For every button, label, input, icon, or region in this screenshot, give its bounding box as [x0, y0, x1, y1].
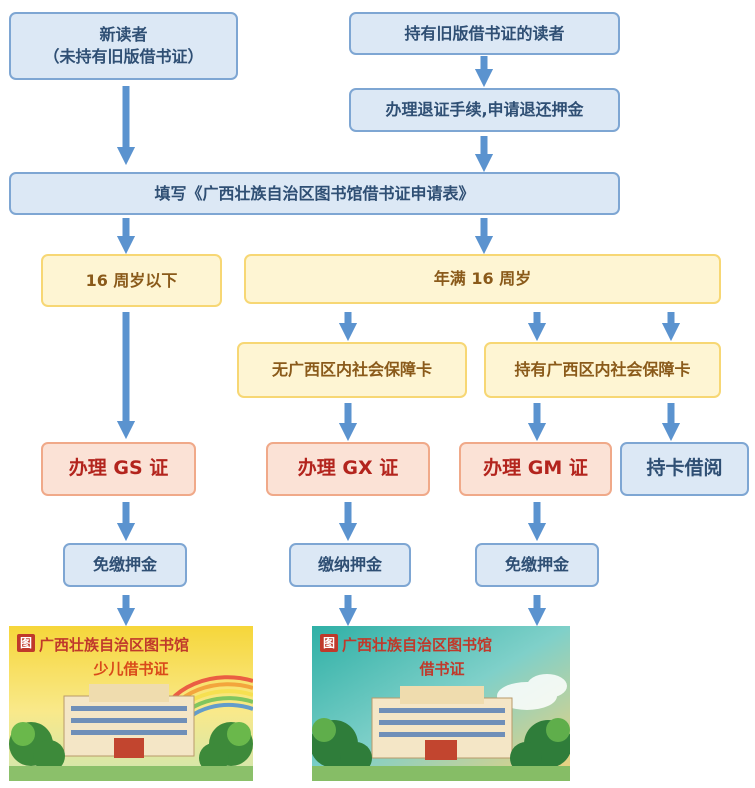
deposit-pay-box: 缴纳押金: [289, 543, 411, 587]
standard-card-library-name: 广西壮族自治区图书馆: [342, 636, 492, 654]
has-social-card-label: 持有广西区内社会保障卡: [514, 360, 691, 380]
over16-label: 年满 16 周岁: [433, 269, 532, 289]
deposit-pay-label: 缴纳押金: [317, 555, 382, 575]
new-reader-note: （未持有旧版借书证）: [43, 47, 204, 66]
deposit-free-box-1: 免缴押金: [63, 543, 187, 587]
standard-library-card: 图 广西壮族自治区图书馆 借书证: [312, 626, 570, 781]
deposit-free-label-1: 免缴押金: [92, 555, 157, 575]
no-social-card-label: 无广西区内社会保障卡: [271, 360, 432, 380]
card-borrow-label: 持卡借阅: [646, 457, 723, 480]
fill-form-box: 填写《广西壮族自治区图书馆借书证申请表》: [9, 172, 620, 215]
under16-box: 16 周岁以下: [41, 254, 222, 307]
return-card-box: 办理退证手续,申请退还押金: [349, 88, 620, 132]
standard-card-title: 借书证: [418, 660, 464, 678]
children-library-card: 图 广西壮族自治区图书馆 少儿借书证: [9, 626, 253, 781]
gm-card-label: 办理 GM 证: [483, 457, 588, 480]
return-card-label: 办理退证手续,申请退还押金: [385, 100, 584, 120]
children-card-art: 图 广西壮族自治区图书馆 少儿借书证: [9, 626, 253, 781]
children-card-title: 少儿借书证: [92, 660, 168, 678]
old-card-holder-label: 持有旧版借书证的读者: [404, 23, 565, 43]
over16-box: 年满 16 周岁: [244, 254, 721, 304]
old-card-holder-box: 持有旧版借书证的读者: [349, 12, 620, 55]
deposit-free-box-2: 免缴押金: [475, 543, 599, 587]
gx-card-box: 办理 GX 证: [266, 442, 430, 496]
deposit-free-label-2: 免缴押金: [504, 555, 569, 575]
standard-card-seal: 图: [323, 636, 335, 650]
children-card-library-name: 广西壮族自治区图书馆: [39, 636, 189, 654]
has-social-card-box: 持有广西区内社会保障卡: [484, 342, 721, 398]
under16-label: 16 周岁以下: [85, 270, 178, 290]
new-reader-label: 新读者: [99, 25, 148, 45]
fill-form-label: 填写《广西壮族自治区图书馆借书证申请表》: [154, 183, 475, 203]
standard-card-art: 图 广西壮族自治区图书馆 借书证: [312, 626, 570, 781]
gm-card-box: 办理 GM 证: [459, 442, 612, 496]
card-borrow-box: 持卡借阅: [620, 442, 749, 496]
children-card-seal: 图: [20, 636, 32, 650]
gs-card-label: 办理 GS 证: [68, 457, 169, 480]
no-social-card-box: 无广西区内社会保障卡: [237, 342, 467, 398]
gx-card-label: 办理 GX 证: [297, 457, 399, 480]
gs-card-box: 办理 GS 证: [41, 442, 196, 496]
new-reader-box: 新读者 （未持有旧版借书证）: [9, 12, 238, 80]
